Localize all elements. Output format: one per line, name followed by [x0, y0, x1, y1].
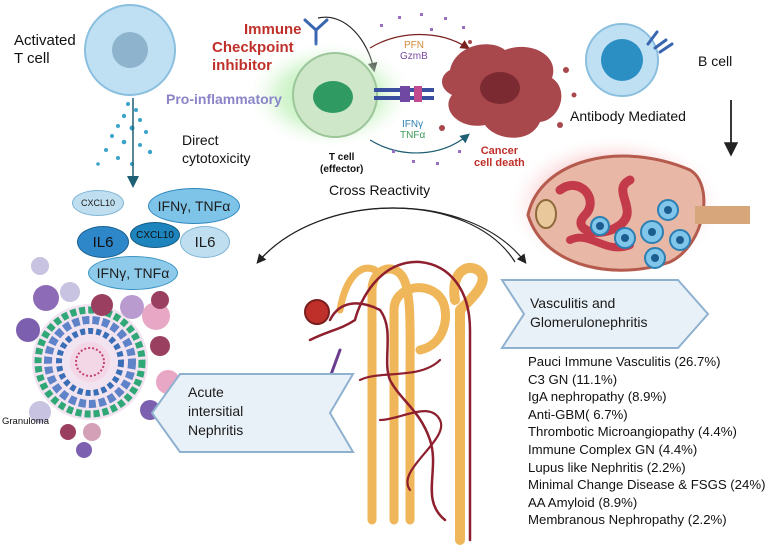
cancer-cell-death-label: Cancer cell death	[474, 145, 525, 169]
cancer-cell-death-line1: Cancer	[480, 145, 519, 157]
t-cell-effector-line2: (effector)	[320, 164, 364, 175]
cross-reactivity-arrow-left	[256, 207, 516, 264]
t-cell-effector-label: T cell (effector)	[320, 152, 363, 176]
cytokine-ifng-tnfa-b: IFNγ, TNFα	[88, 256, 178, 290]
checkpoint-antibody-icon	[303, 18, 329, 46]
cause-item: Immune Complex GN (4.4%)	[528, 441, 698, 457]
tnfa-small-label: TNFα	[400, 130, 426, 141]
ain-line1: Acute	[188, 384, 224, 400]
direct-cytotoxicity-line1: Direct	[182, 132, 219, 148]
cross-reactivity-label: Cross Reactivity	[329, 182, 431, 198]
checkpoint-inhibitor-label: Immune Checkpoint inhibitor	[212, 21, 302, 75]
secreted-granules-icon	[380, 13, 465, 165]
antibody-mediated-label: Antibody Mediated	[570, 108, 686, 124]
cause-item: Minimal Change Disease & FSGS (24%)	[528, 477, 766, 493]
cross-reactivity-arrow-right	[257, 207, 527, 264]
checkpoint-line2: Checkpoint	[212, 39, 294, 56]
vasculitis-line2: Glomerulonephritis	[530, 314, 648, 330]
cytokine-cxcl10-b: CXCL10	[130, 222, 180, 248]
vasculitis-arrow-box: Vasculitis and Glomerulonephritis	[500, 278, 712, 350]
cause-item: IgA nephropathy (8.9%)	[528, 389, 667, 405]
direct-cytotoxicity-line2: cytotoxicity	[182, 150, 251, 166]
granuloma-label: Granuloma	[2, 416, 49, 427]
effector-t-cell-icon	[292, 52, 378, 138]
b-cell-icon	[585, 23, 674, 97]
pfn-arrow	[369, 34, 471, 50]
pfn-label: PFN	[404, 40, 424, 51]
cause-item: C3 GN (11.1%)	[528, 371, 618, 387]
cause-item: AA Amyloid (8.9%)	[528, 494, 638, 510]
cause-item: Thrombotic Microangiopathy (4.4%)	[528, 424, 737, 440]
nephron-icon	[304, 260, 488, 545]
glomerulus-icon	[526, 154, 750, 272]
glomerular-causes-list: Pauci Immune Vasculitis (26.7%) C3 GN (1…	[528, 353, 766, 529]
activated-t-cell-line2: T cell	[14, 50, 50, 67]
cytokine-cxcl10-a: CXCL10	[72, 190, 124, 216]
ain-line2: intersitial	[188, 403, 244, 419]
ifng-small-label: IFNγ	[402, 119, 424, 130]
pro-inflammatory-label: Pro-inflammatory	[166, 91, 282, 107]
t-cell-effector-line1: T cell	[328, 152, 355, 163]
ain-arrow-box: Acute intersitial Nephritis	[150, 372, 355, 454]
cancer-cell-icon	[439, 40, 577, 138]
gzmb-label: GzmB	[400, 51, 428, 62]
cause-item: Anti-GBM( 6.7%)	[528, 406, 628, 422]
checkpoint-line1: Immune	[244, 21, 302, 38]
activated-t-cell-label: Activated T cell	[14, 32, 76, 68]
vasculitis-text: Vasculitis and Glomerulonephritis	[530, 294, 648, 332]
cytokine-ifng-tnfa-a: IFNγ, TNFα	[148, 188, 240, 224]
direct-cytotoxicity-label: Direct cytotoxicity	[182, 131, 250, 167]
ifn-arrow	[369, 133, 470, 154]
cytokine-il6-a: IL6	[77, 226, 129, 258]
activated-t-cell-line1: Activated	[14, 32, 76, 49]
cancer-cell-death-line2: cell death	[474, 157, 525, 169]
ain-text: Acute intersitial Nephritis	[188, 383, 243, 440]
b-cell-label: B cell	[698, 53, 733, 69]
vasculitis-box-shape	[500, 279, 710, 349]
tcr-complex-icon	[374, 86, 434, 102]
ain-box-shape	[150, 373, 355, 453]
cause-item: Pauci Immune Vasculitis (26.7%)	[528, 354, 721, 369]
granuloma-icon	[16, 257, 180, 458]
activated-t-cell-icon	[84, 4, 176, 96]
cytokine-dots-icon	[96, 102, 153, 166]
vasculitis-line1: Vasculitis and	[530, 295, 616, 311]
checkpoint-line3: inhibitor	[212, 57, 272, 74]
cause-item: Lupus like Nephritis (2.2%)	[528, 459, 686, 475]
cause-item: Membranous Nephropathy (2.2%)	[528, 512, 727, 528]
ain-line3: Nephritis	[188, 422, 244, 438]
cytokine-il6-b: IL6	[180, 226, 230, 258]
